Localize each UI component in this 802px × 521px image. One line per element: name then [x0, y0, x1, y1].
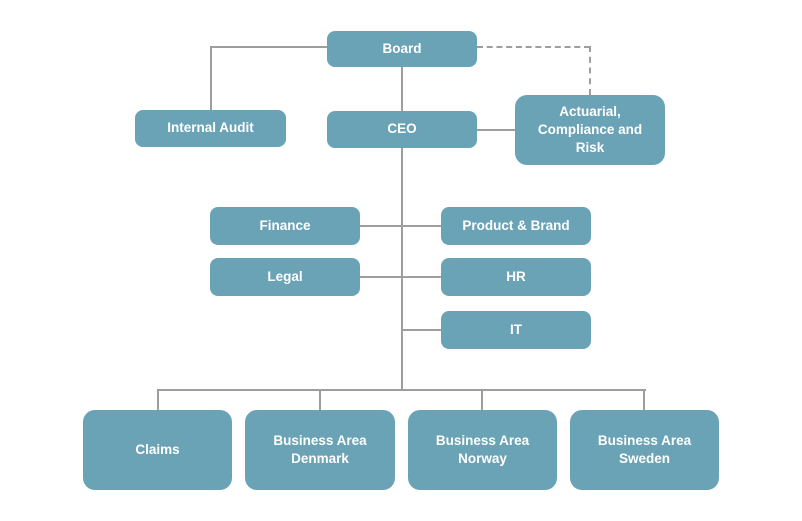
org-node-business-area-sweden-label: Business Area Sweden — [597, 432, 692, 466]
org-node-product-brand-label: Product & Brand — [462, 217, 570, 233]
org-node-business-area-denmark-label: Business Area Denmark — [273, 432, 367, 466]
connector-board-ceo — [401, 66, 403, 111]
org-node-business-area-norway: Business Area Norway — [408, 410, 557, 490]
connector-board-internal-audit-horizontal — [210, 46, 327, 48]
org-node-board-label: Board — [382, 40, 422, 56]
org-node-legal-label: Legal — [267, 268, 303, 284]
org-node-legal: Legal — [210, 258, 360, 296]
org-node-finance-label: Finance — [259, 217, 311, 233]
org-node-actuarial-compliance-risk: Actuarial, Compliance and Risk — [515, 95, 665, 165]
connector-bottom-rail — [157, 389, 646, 391]
org-node-business-area-denmark: Business Area Denmark — [245, 410, 395, 490]
org-node-business-area-norway-label: Business Area Norway — [435, 432, 530, 466]
org-node-internal-audit-label: Internal Audit — [167, 120, 254, 136]
connector-it — [402, 329, 441, 331]
org-node-actuarial-compliance-risk-label: Actuarial, Compliance and Risk — [537, 103, 643, 156]
connector-board-actuarial-dashed-horizontal — [477, 46, 590, 48]
connector-drop-business-area-sweden — [643, 389, 645, 410]
connector-legal-hr — [360, 276, 441, 278]
connector-finance-product-brand — [360, 225, 441, 227]
org-node-it-label: IT — [510, 321, 522, 337]
org-node-business-area-sweden: Business Area Sweden — [570, 410, 719, 490]
org-node-hr: HR — [441, 258, 591, 296]
org-node-it: IT — [441, 311, 591, 349]
org-node-hr-label: HR — [506, 268, 526, 284]
connector-drop-claims — [157, 389, 159, 410]
org-node-ceo-label: CEO — [387, 121, 417, 137]
connector-ceo-actuarial — [477, 129, 515, 131]
org-node-board: Board — [327, 31, 477, 67]
org-node-product-brand: Product & Brand — [441, 207, 591, 245]
connector-board-actuarial-dashed-vertical — [589, 46, 591, 95]
connector-board-internal-audit-vertical — [210, 46, 212, 110]
org-node-ceo: CEO — [327, 111, 477, 148]
connector-drop-business-area-norway — [481, 389, 483, 410]
connector-ceo-trunk — [401, 148, 403, 391]
org-node-finance: Finance — [210, 207, 360, 245]
org-node-claims-label: Claims — [135, 441, 180, 457]
org-node-internal-audit: Internal Audit — [135, 110, 286, 147]
org-node-claims: Claims — [83, 410, 232, 490]
connector-drop-business-area-denmark — [319, 389, 321, 410]
